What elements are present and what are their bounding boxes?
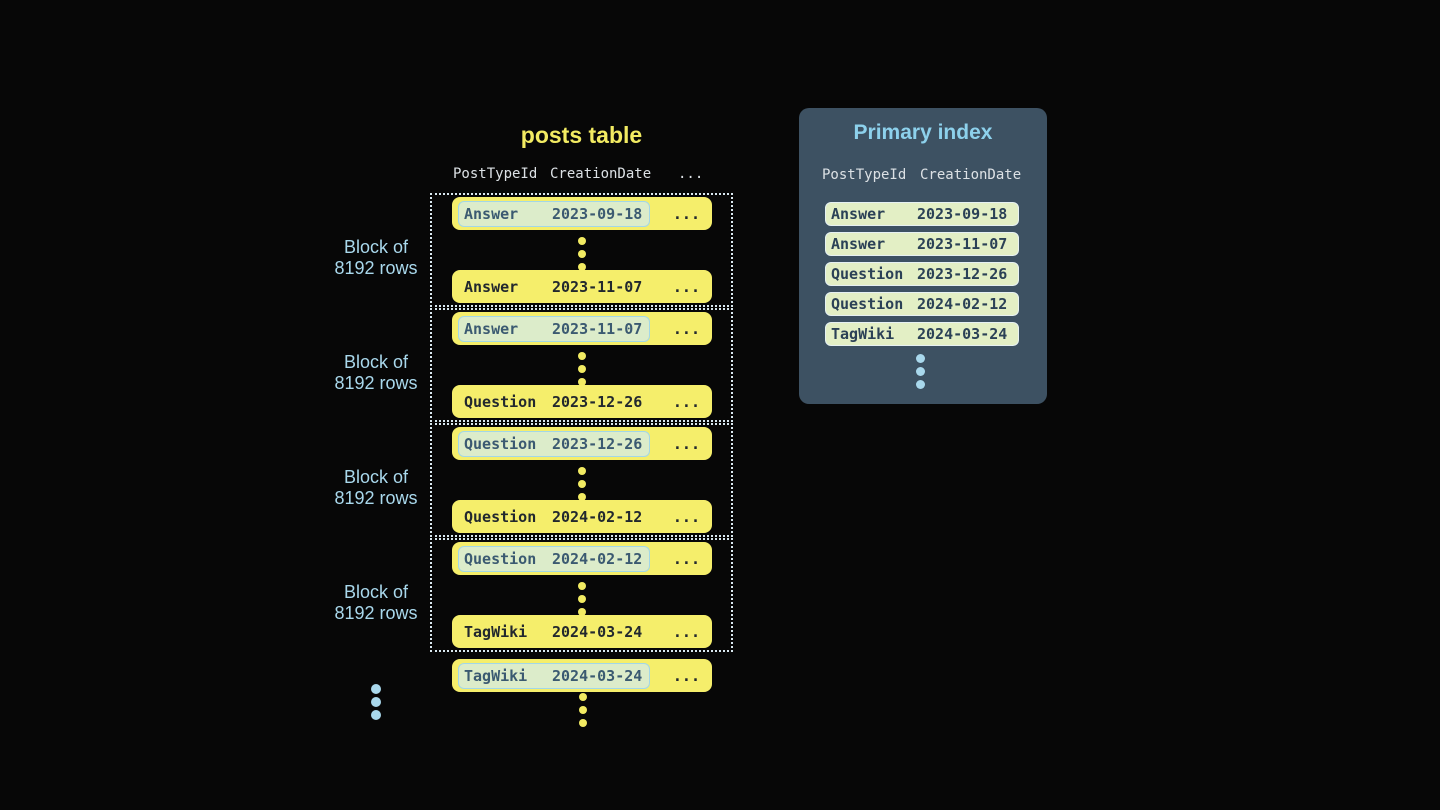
- rows-vertical-ellipsis: [432, 582, 731, 616]
- cell-creationdate: 2024-02-12: [552, 507, 643, 526]
- table-row: Question 2023-12-26 ...: [452, 427, 712, 460]
- rows-vertical-ellipsis: [432, 467, 731, 501]
- cell-creationdate: 2024-03-24: [917, 325, 1008, 343]
- rows-vertical-ellipsis: [432, 237, 731, 271]
- block-label: Block of 8192 rows: [286, 467, 466, 509]
- index-mark-highlight: TagWiki 2024-03-24: [458, 662, 650, 689]
- posts-block-4: Block of 8192 rows Question 2024-02-12 .…: [286, 538, 733, 652]
- cell-posttype: Answer: [464, 319, 519, 338]
- cell-posttype: TagWiki: [464, 622, 528, 641]
- row-cells: Question 2024-02-12: [458, 504, 650, 530]
- index-entry: Answer 2023-11-07: [825, 232, 1019, 256]
- cell-posttype: Question: [464, 549, 537, 568]
- cell-posttype: Question: [464, 507, 537, 526]
- index-mark-highlight: Answer 2023-11-07: [458, 315, 650, 342]
- row-ellipsis: ...: [672, 277, 700, 296]
- block-label-line1: Block of: [343, 467, 409, 487]
- table-row: Answer 2023-09-18 ...: [452, 197, 712, 230]
- table-row: Question 2024-02-12 ...: [452, 542, 712, 575]
- more-rows-vertical-ellipsis: [453, 693, 713, 727]
- row-ellipsis: ...: [672, 622, 700, 641]
- index-entry: Question 2024-02-12: [825, 292, 1019, 316]
- block-label-line2: 8192 rows: [334, 258, 418, 278]
- cell-posttype: Answer: [464, 204, 519, 223]
- row-ellipsis: ...: [672, 392, 700, 411]
- block-label-line2: 8192 rows: [334, 373, 418, 393]
- row-ellipsis: ...: [672, 549, 700, 568]
- block-label-line1: Block of: [343, 582, 409, 602]
- table-row-next-block: TagWiki 2024-03-24 ...: [452, 659, 712, 692]
- row-ellipsis: ...: [672, 434, 700, 453]
- block-label-line2: 8192 rows: [334, 603, 418, 623]
- cell-creationdate: 2023-11-07: [552, 277, 643, 296]
- block-label-line1: Block of: [343, 237, 409, 257]
- cell-posttype: TagWiki: [831, 325, 895, 343]
- table-row: Answer 2023-11-07 ...: [452, 312, 712, 345]
- row-ellipsis: ...: [672, 204, 700, 223]
- block-label: Block of 8192 rows: [286, 237, 466, 279]
- cell-posttype: Answer: [464, 277, 519, 296]
- index-mark-highlight: Question 2023-12-26: [458, 430, 650, 457]
- block-label-line1: Block of: [343, 352, 409, 372]
- block-label: Block of 8192 rows: [286, 352, 466, 394]
- posts-block-1: Block of 8192 rows Answer 2023-09-18 ...…: [286, 193, 733, 307]
- primary-index-title: Primary index: [853, 121, 993, 144]
- row-cells: TagWiki 2024-03-24: [458, 619, 650, 645]
- cell-creationdate: 2023-09-18: [552, 204, 643, 223]
- row-cells: Question 2023-12-26: [458, 389, 650, 415]
- cell-posttype: TagWiki: [464, 666, 528, 685]
- column-header-more: ...: [678, 166, 704, 182]
- row-cells: Answer 2023-11-07: [458, 274, 650, 300]
- index-mark-highlight: Question 2024-02-12: [458, 545, 650, 572]
- cell-creationdate: 2024-02-12: [917, 295, 1008, 313]
- column-header-posttypeid: PostTypeId: [822, 167, 907, 183]
- cell-creationdate: 2024-02-12: [552, 549, 643, 568]
- primary-index-panel: Primary index PostTypeId CreationDate An…: [799, 108, 1047, 404]
- cell-posttype: Question: [831, 265, 904, 283]
- posts-table-column-headers: PostTypeId CreationDate ...: [453, 166, 703, 182]
- posts-table-title: posts table: [520, 122, 643, 148]
- row-ellipsis: ...: [672, 666, 700, 685]
- cell-posttype: Question: [831, 295, 904, 313]
- cell-posttype: Answer: [831, 205, 886, 223]
- cell-creationdate: 2023-11-07: [552, 319, 643, 338]
- cell-creationdate: 2024-03-24: [552, 622, 643, 641]
- more-index-entries-vertical-ellipsis: [799, 354, 1041, 389]
- table-row: Answer 2023-11-07 ...: [452, 270, 712, 303]
- cell-posttype: Answer: [831, 235, 886, 253]
- block-dotted-frame: Question 2024-02-12 ... TagWiki 2024-03-…: [430, 538, 733, 652]
- column-header-creationdate: CreationDate: [550, 166, 652, 182]
- column-header-posttypeid: PostTypeId: [453, 166, 538, 182]
- block-label: Block of 8192 rows: [286, 582, 466, 624]
- block-label-line2: 8192 rows: [334, 488, 418, 508]
- rows-vertical-ellipsis: [432, 352, 731, 386]
- cell-creationdate: 2023-12-26: [552, 434, 643, 453]
- primary-index-column-headers: PostTypeId CreationDate: [822, 167, 1021, 183]
- table-row: Question 2024-02-12 ...: [452, 500, 712, 533]
- index-entry: Answer 2023-09-18: [825, 202, 1019, 226]
- more-blocks-vertical-ellipsis: [286, 684, 466, 720]
- table-row: TagWiki 2024-03-24 ...: [452, 615, 712, 648]
- cell-creationdate: 2023-11-07: [917, 235, 1008, 253]
- row-ellipsis: ...: [672, 319, 700, 338]
- table-row: Question 2023-12-26 ...: [452, 385, 712, 418]
- row-ellipsis: ...: [672, 507, 700, 526]
- block-dotted-frame: Answer 2023-11-07 ... Question 2023-12-2…: [430, 308, 733, 422]
- index-entry: Question 2023-12-26: [825, 262, 1019, 286]
- column-header-creationdate: CreationDate: [920, 167, 1022, 183]
- cell-creationdate: 2023-09-18: [917, 205, 1008, 223]
- posts-block-2: Block of 8192 rows Answer 2023-11-07 ...…: [286, 308, 733, 422]
- index-mark-highlight: Answer 2023-09-18: [458, 200, 650, 227]
- cell-creationdate: 2023-12-26: [552, 392, 643, 411]
- posts-block-3: Block of 8192 rows Question 2023-12-26 .…: [286, 423, 733, 537]
- cell-creationdate: 2024-03-24: [552, 666, 643, 685]
- cell-posttype: Question: [464, 434, 537, 453]
- index-entry: TagWiki 2024-03-24: [825, 322, 1019, 346]
- block-dotted-frame: Answer 2023-09-18 ... Answer 2023-11-07 …: [430, 193, 733, 307]
- cell-posttype: Question: [464, 392, 537, 411]
- block-dotted-frame: Question 2023-12-26 ... Question 2024-02…: [430, 423, 733, 537]
- cell-creationdate: 2023-12-26: [917, 265, 1008, 283]
